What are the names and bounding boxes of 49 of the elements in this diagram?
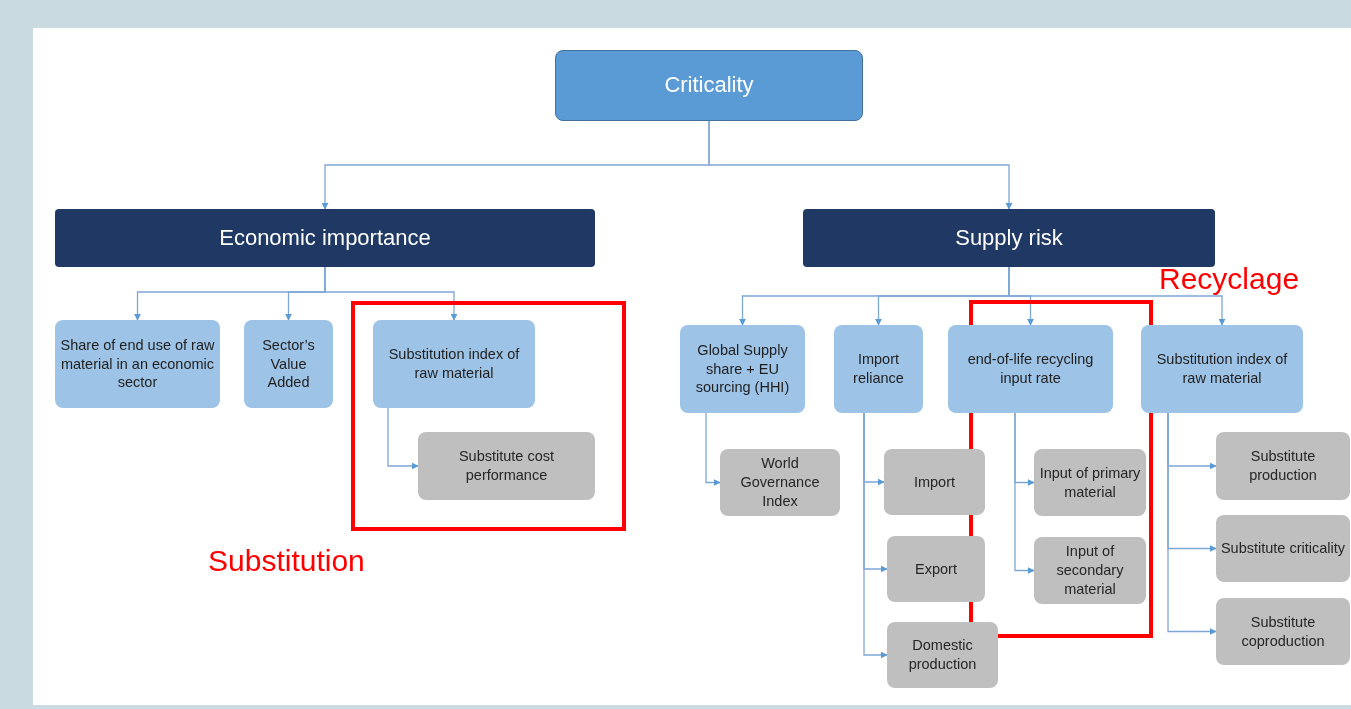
sub-indicator-box: [1034, 449, 1146, 516]
sub-indicator-box: [1216, 515, 1350, 582]
sub-indicator-box: [887, 622, 998, 688]
indicator-box: [244, 320, 333, 408]
sub-indicator-box: [884, 449, 985, 515]
node-label: Import reliance: [852, 350, 905, 388]
connector-arrow: [324, 266, 458, 321]
connector-arrow: [1014, 412, 1035, 574]
category-box: [55, 209, 595, 267]
indicator-box: [373, 320, 535, 408]
category-box: [803, 209, 1215, 267]
node-label: Criticality: [664, 71, 754, 100]
node-label: Substitute cost performance: [457, 447, 556, 485]
node-label: Input of primary material: [1038, 463, 1142, 502]
node-label: Substitution index of raw material: [387, 345, 521, 383]
sub-indicator-box: [1216, 432, 1350, 500]
node-label: Input of secondary material: [1055, 542, 1125, 599]
node-label: Export: [915, 559, 957, 579]
node-label: Substitute coproduction: [1240, 612, 1326, 651]
node-label: Supply risk: [955, 223, 1063, 252]
connector-arrow: [705, 412, 721, 486]
node-label: Import: [913, 472, 956, 492]
indicator-box: [948, 325, 1113, 413]
connector-arrow: [1167, 412, 1217, 635]
node-label: Sector’s Value Added: [261, 335, 316, 393]
indicator-box: [680, 325, 805, 413]
connector-arrow: [708, 120, 1013, 210]
node-label: Economic importance: [219, 223, 431, 252]
connector-arrow: [387, 407, 419, 470]
node-label: Substitution index of raw material: [1155, 350, 1289, 388]
annotation-label: Substitution: [208, 544, 365, 578]
node-label: end-of-life recycling input rate: [966, 350, 1095, 388]
annotation-label: Recyclage: [1159, 262, 1300, 296]
title-box: [555, 50, 863, 121]
node-label: Global Supply share + EU sourcing (HHI): [694, 340, 791, 398]
indicator-box: [55, 320, 220, 408]
indicator-box: [834, 325, 923, 413]
sub-indicator-box: [1216, 598, 1350, 665]
sub-indicator-box: [720, 449, 840, 516]
node-label: Share of end use of raw material in an economic sector: [59, 335, 216, 393]
node-label: Domestic production: [907, 636, 978, 674]
node-label: Substitute production: [1248, 447, 1318, 485]
sub-indicator-box: [418, 432, 595, 500]
node-label: Substitute criticality: [1220, 539, 1346, 558]
connector-arrow: [863, 412, 888, 659]
sub-indicator-box: [887, 536, 985, 602]
sub-indicator-box: [1034, 537, 1146, 604]
indicator-box: [1141, 325, 1303, 413]
node-label: World Governance Index: [739, 454, 821, 511]
